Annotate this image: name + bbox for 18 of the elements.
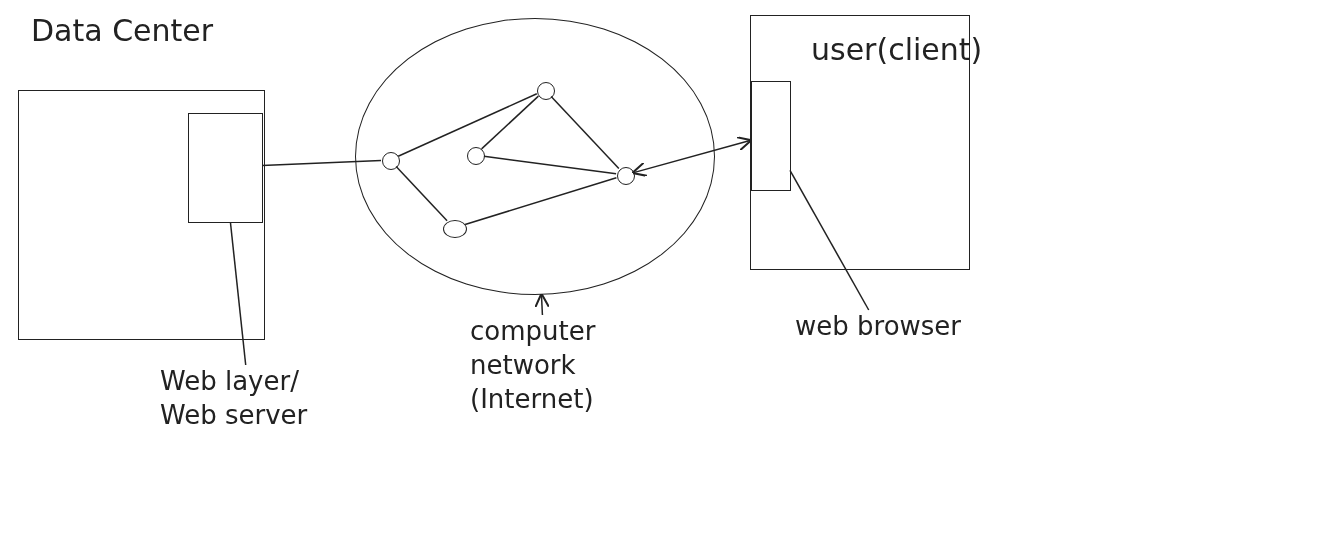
network-cloud [355,18,715,295]
box [188,113,263,223]
connector-line [397,92,538,158]
connector-line [480,95,540,150]
connector-line [464,176,618,226]
connector-line [261,159,382,167]
annotation-text: web browser [795,310,963,343]
connector-line [395,165,448,222]
box [751,81,791,191]
annotation-text: Web layer/ Web server [160,365,309,432]
box-heading: Data Center [31,13,214,48]
arrow [631,136,753,177]
connector-line [483,155,617,175]
leader-line [229,221,247,366]
arrow [534,292,550,316]
annotation-text: computer network (Internet) [470,315,597,416]
leader-line [789,169,870,311]
connector-line [550,95,620,170]
